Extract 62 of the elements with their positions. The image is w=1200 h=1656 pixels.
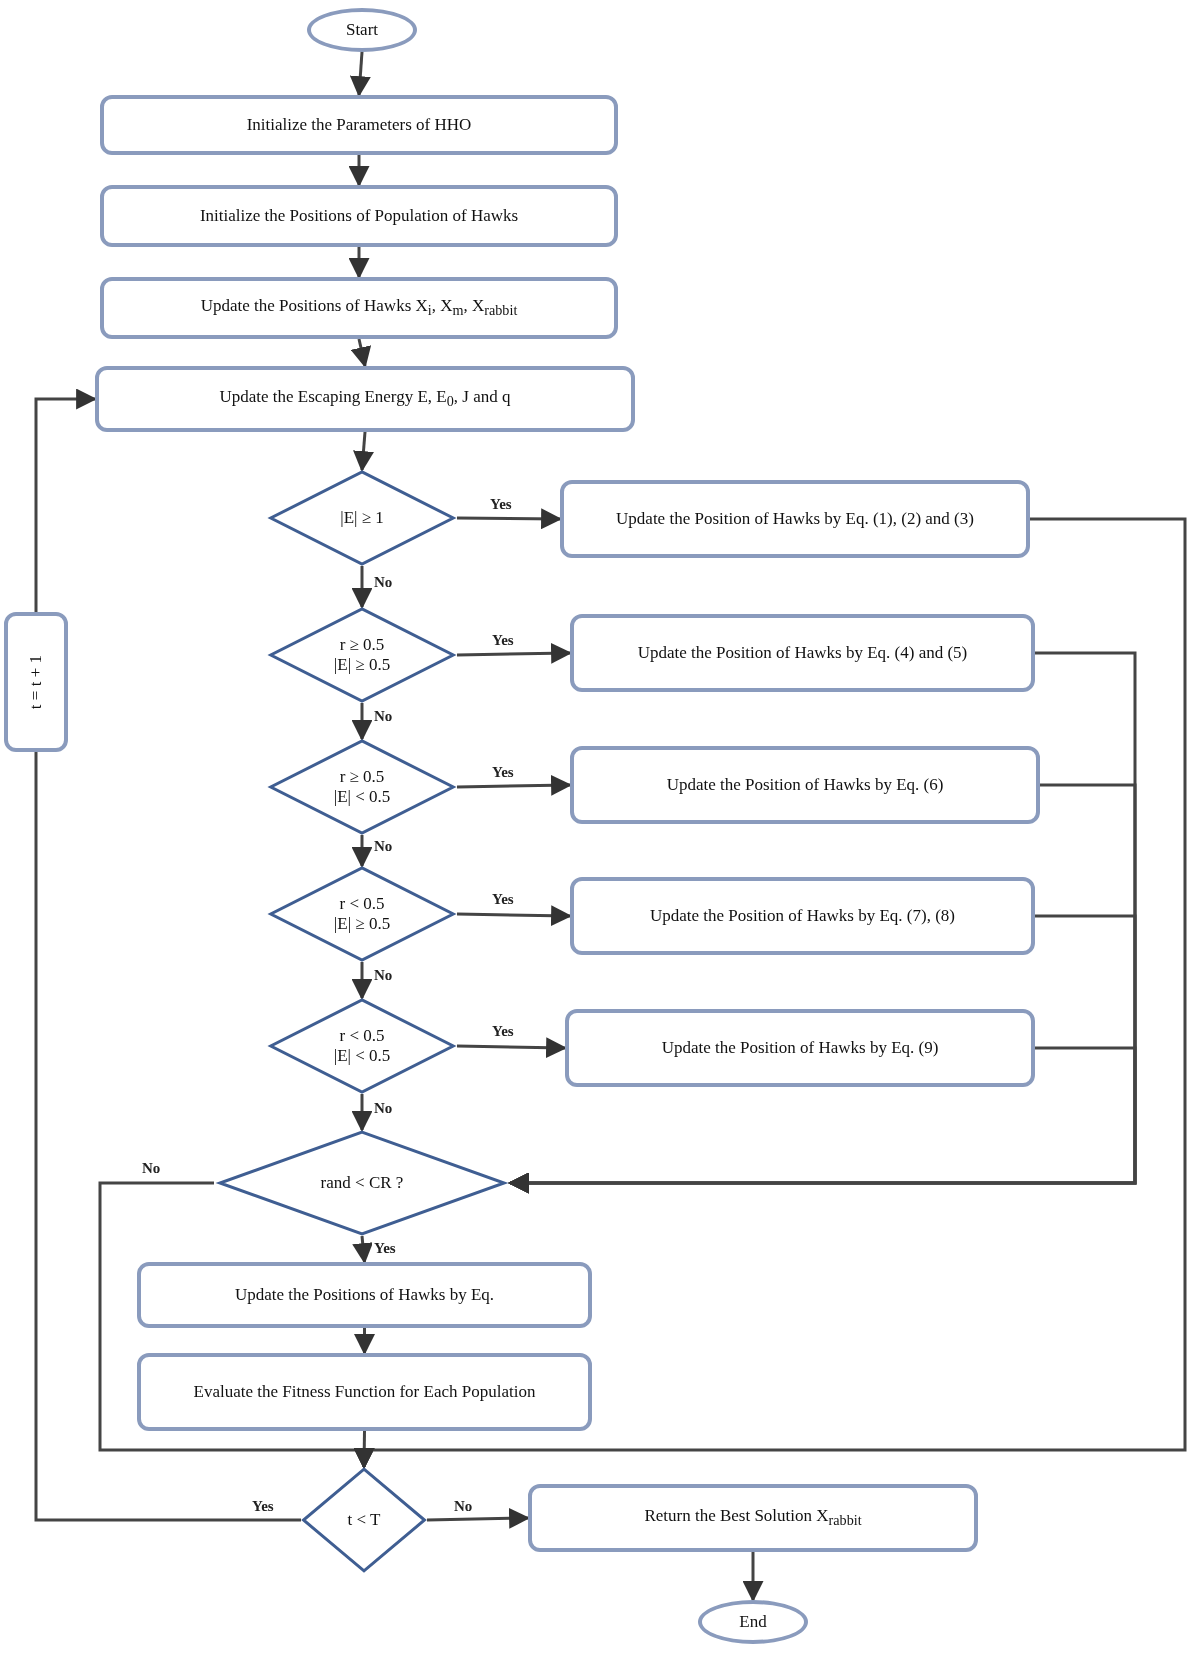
arrow — [351, 703, 373, 742]
process-box — [137, 1353, 592, 1431]
arrow — [353, 517, 1187, 1470]
arrow — [351, 835, 373, 869]
node-text: r < 0.5 — [339, 893, 385, 914]
node-text: Evaluate the Fitness Function for Each Population — [193, 1381, 536, 1403]
node-text: Return the Best Solution X$_{rabbit}$ — [644, 1506, 862, 1530]
decision-diamond — [267, 470, 457, 566]
process-box — [4, 612, 68, 752]
decision-diamond — [267, 998, 457, 1094]
process-box — [100, 277, 618, 339]
process-box — [560, 480, 1030, 558]
process-box — [95, 366, 635, 432]
node-text: Update the Position of Hawks by Eq. (9) — [661, 1037, 939, 1059]
node-text: Update the Positions of Hawks by Eq. — [234, 1284, 495, 1306]
arrow — [351, 566, 373, 610]
arrow — [353, 431, 374, 473]
node-text: r < 0.5 — [339, 1025, 385, 1046]
process-box — [137, 1262, 592, 1328]
process-box — [570, 614, 1035, 692]
arrow — [348, 247, 370, 280]
process-box — [528, 1484, 978, 1552]
arrow — [350, 338, 372, 369]
arrow — [351, 1094, 373, 1133]
arrow — [349, 51, 371, 98]
node-text: |E| < 0.5 — [333, 787, 391, 808]
arrow — [354, 1328, 375, 1356]
arrow — [352, 1235, 374, 1265]
node-text: t < T — [347, 1509, 381, 1531]
node-text: t = t + 1 — [25, 654, 46, 710]
arrow — [507, 1046, 1137, 1194]
node-text: |E| ≥ 1 — [340, 507, 384, 529]
node-text: Update the Positions of Hawks X$_{i}$, X$_{m}$, X$_{rabbit}$ — [200, 296, 518, 320]
node-text: |E| < 0.5 — [333, 1046, 391, 1067]
node-text: Update the Position of Hawks by Eq. (6) — [666, 774, 944, 796]
process-box — [565, 1009, 1035, 1087]
node-text: Update the Escaping Energy E, E$_{0}$, J and q — [219, 387, 511, 411]
process-box — [570, 877, 1035, 955]
node-text: |E| ≥ 0.5 — [333, 655, 391, 676]
node-text: Start — [345, 19, 379, 41]
node-text: |E| ≥ 0.5 — [333, 914, 391, 935]
arrow — [351, 962, 373, 1001]
node-text: Initialize the Parameters of HHO — [246, 114, 472, 136]
decision-diamond — [267, 607, 457, 703]
node-text: Update the Position of Hawks by Eq. (1), (2) and (3) — [616, 508, 974, 530]
node-text: r ≥ 0.5 — [339, 634, 385, 655]
node-text: r ≥ 0.5 — [339, 766, 385, 787]
process-box — [570, 746, 1040, 824]
node-text: Update the Position of Hawks by Eq. (7), (8) — [650, 905, 955, 927]
decision-diamond — [267, 739, 457, 835]
decision-diamond — [214, 1130, 510, 1236]
process-box — [100, 95, 618, 155]
process-box — [100, 185, 618, 247]
arrow — [742, 1552, 764, 1603]
node-text: End — [739, 1611, 767, 1633]
arrow — [348, 155, 370, 188]
decision-diamond — [301, 1467, 427, 1573]
node-text: Initialize the Positions of Population of Hawks — [199, 205, 519, 227]
node-text: Update the Position of Hawks by Eq. (4) and (5) — [637, 642, 968, 664]
edge-label: No — [372, 574, 395, 591]
decision-diamond — [267, 866, 457, 962]
node-text: rand < CR ? — [320, 1172, 404, 1194]
